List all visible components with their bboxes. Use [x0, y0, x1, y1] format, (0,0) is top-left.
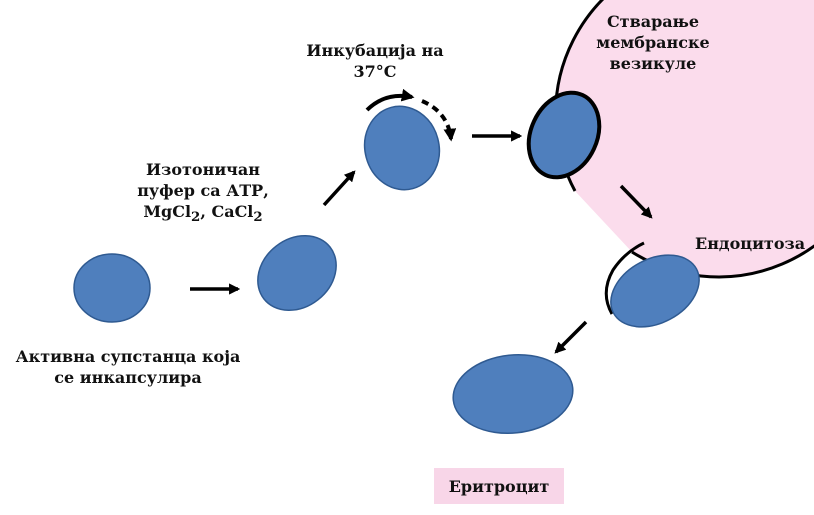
mgcl-subscript: 2 [191, 209, 200, 225]
cacl-subscript: 2 [253, 209, 262, 225]
erythrocyte-label-text: Еритроцит [449, 477, 550, 496]
arrow-to-incubation [324, 172, 354, 205]
arrow-to-interior [556, 322, 586, 352]
active-substance-particle [74, 254, 150, 322]
mgcl-text: MgCl [143, 202, 191, 221]
incubation-label: Инкубација на 37°C [295, 40, 455, 82]
vesicle-label-line3: везикуле [588, 53, 718, 74]
active-substance-label-line2: се инкапсулира [12, 367, 244, 388]
incubating-particle [355, 98, 448, 198]
vesicle-label-line1: Стварање [588, 11, 718, 32]
internalized-particle [449, 349, 576, 439]
cacl-text: CaCl [211, 202, 253, 221]
incubation-label-line1: Инкубација на [295, 40, 455, 61]
endocytosis-label: Ендоцитоза [695, 233, 805, 254]
buffer-label-line2: пуфер са АТР, [128, 180, 278, 201]
vesicle-label-line2: мембранске [588, 32, 718, 53]
buffer-label-line3: MgCl2, CaCl2 [128, 201, 278, 228]
buffer-label: Изотоничан пуфер са АТР, MgCl2, CaCl2 [128, 159, 278, 228]
active-substance-label-line1: Активна супстанца која [12, 346, 244, 367]
vesicle-label: Стварање мембранске везикуле [588, 11, 718, 74]
erythrocyte-label: Еритроцит [434, 476, 564, 497]
incubation-label-line2: 37°C [295, 61, 455, 82]
active-substance-label: Активна супстанца која се инкапсулира [12, 346, 244, 388]
buffer-label-line1: Изотоничан [128, 159, 278, 180]
particle-at-membrane [243, 220, 351, 325]
endocytosis-label-text: Ендоцитоза [695, 234, 805, 253]
